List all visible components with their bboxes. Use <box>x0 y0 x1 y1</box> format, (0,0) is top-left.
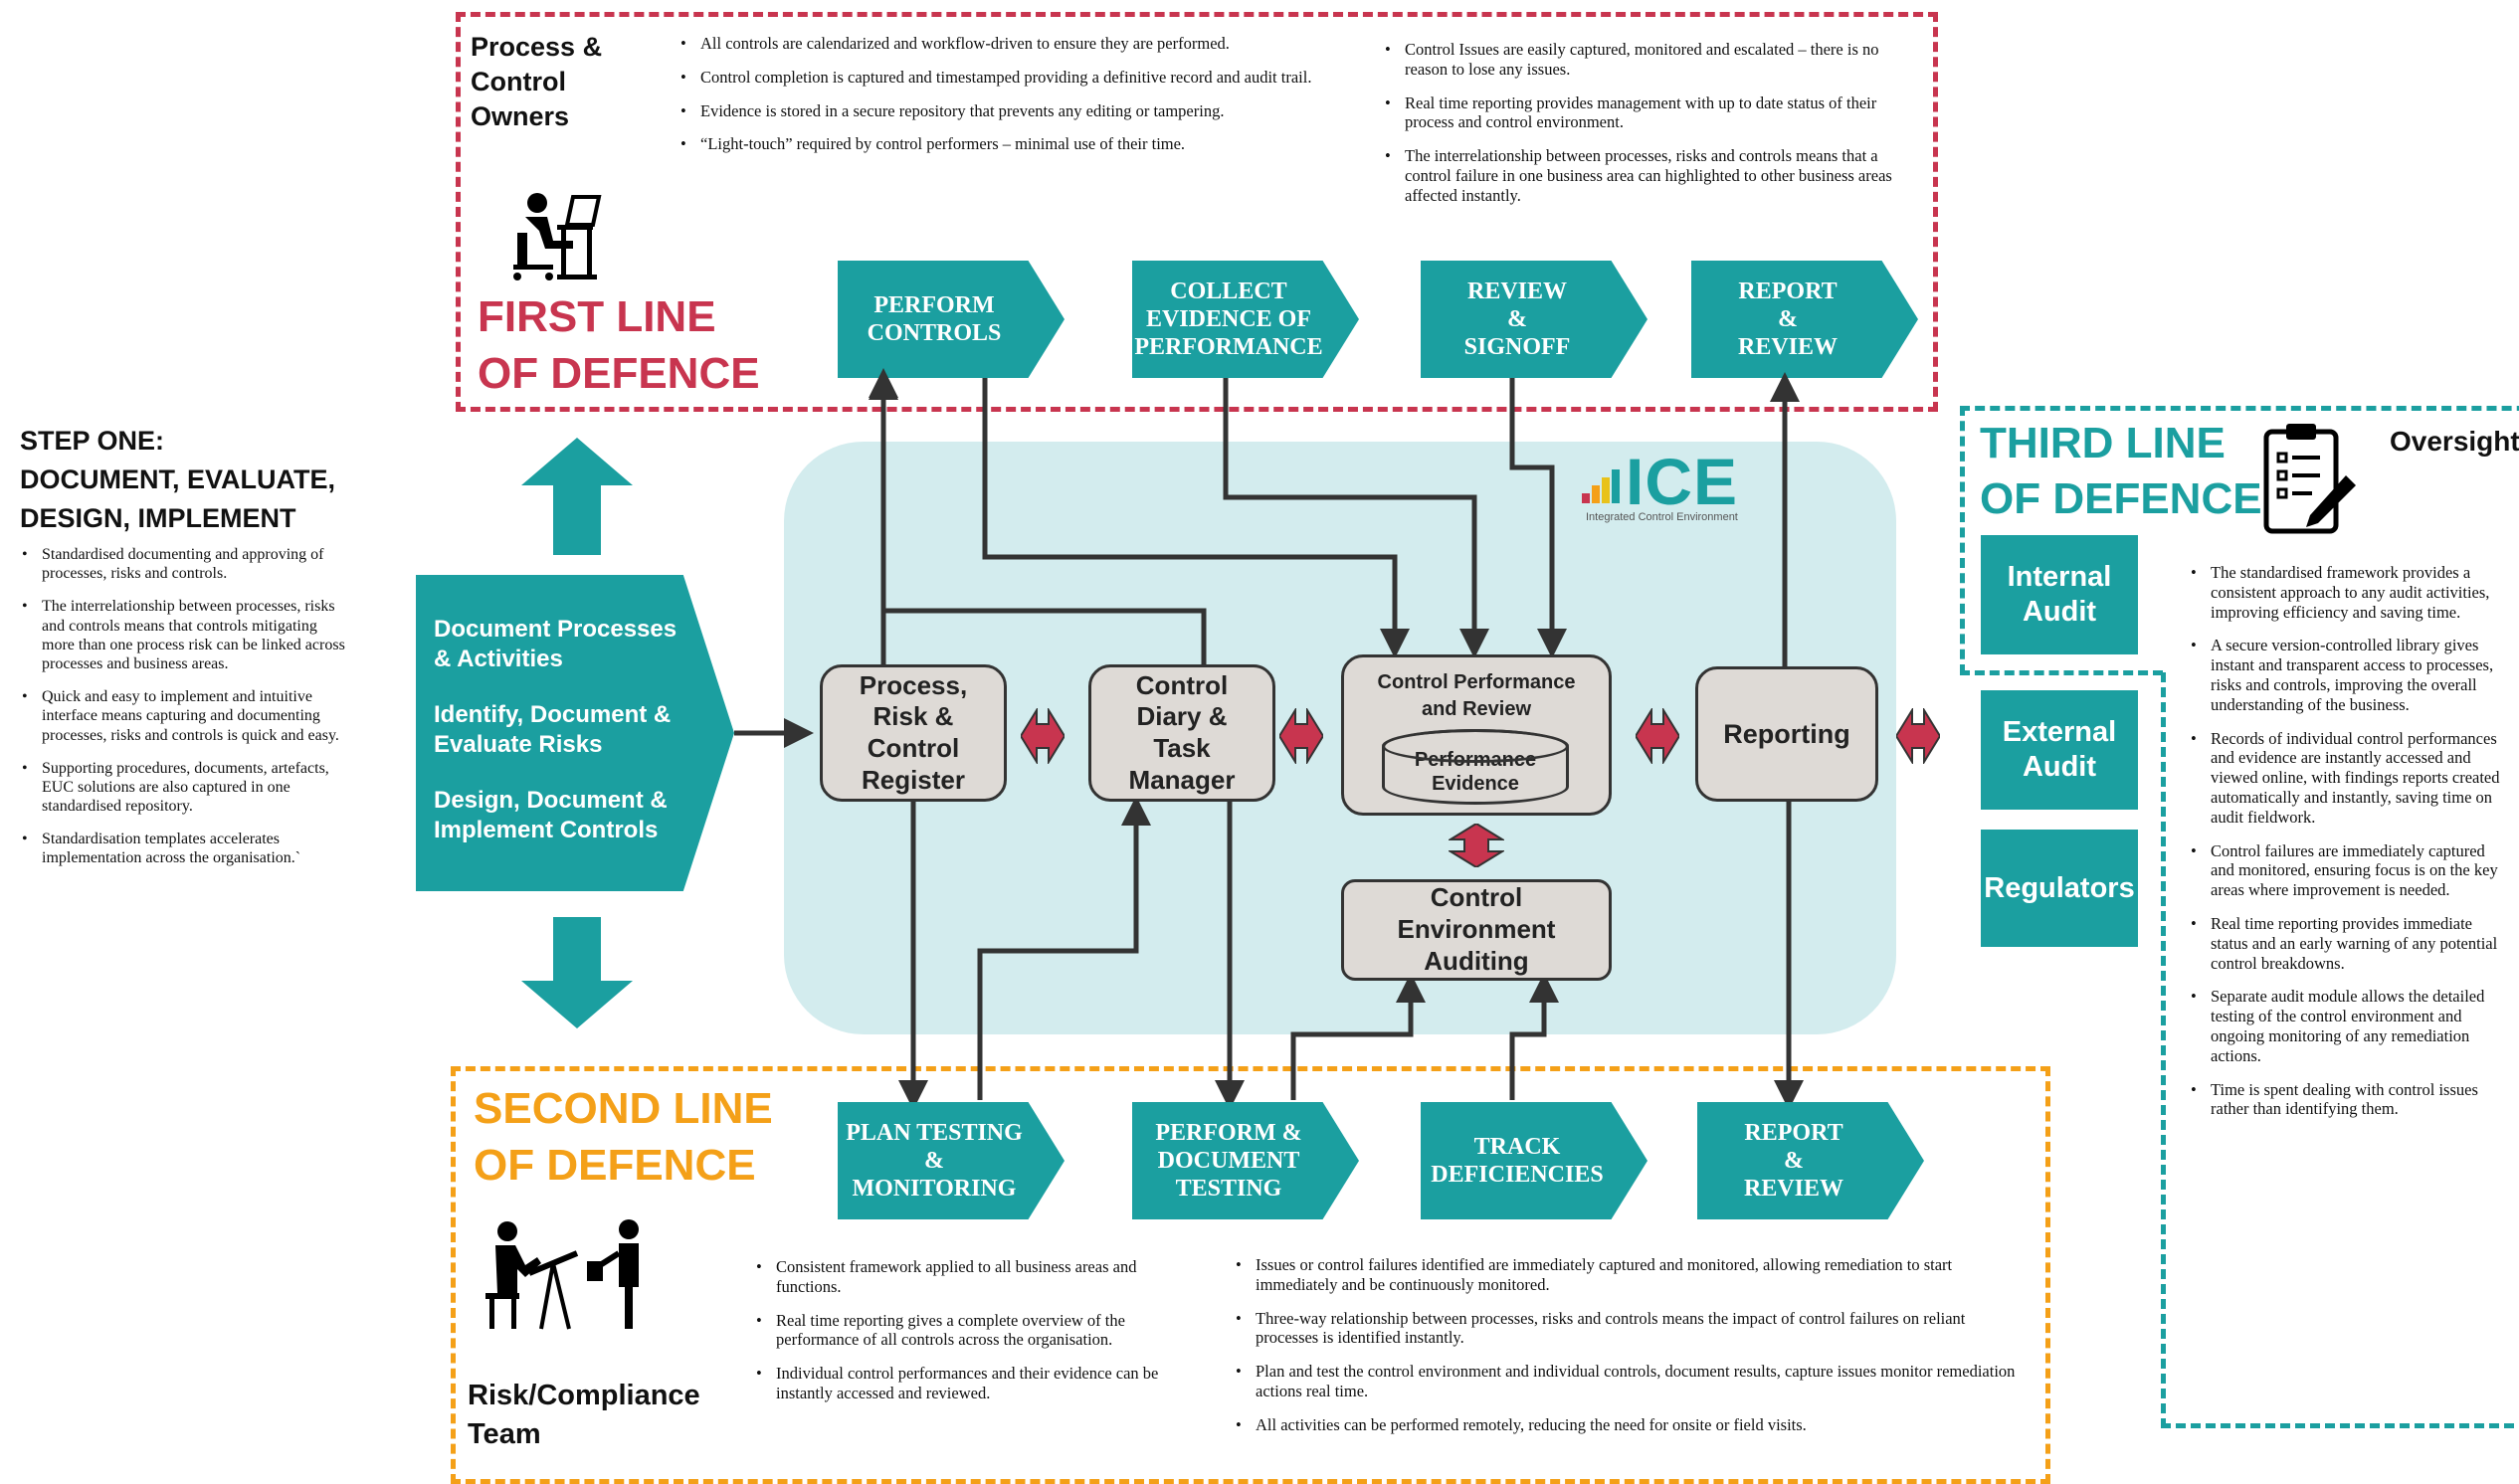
team-label: Risk/Compliance Team <box>468 1380 700 1451</box>
second-line-heading: SECOND LINE OF DEFENCE <box>474 1084 773 1191</box>
step-plan-testing[interactable]: PLAN TESTING & MONITORING <box>838 1102 1065 1219</box>
list-item: The interrelationship between processes,… <box>1383 146 1920 205</box>
document-item: Design, Document & Implement Controls <box>434 787 668 843</box>
ice-logo-text: ICE <box>1626 445 1739 518</box>
list-item: Issues or control failures identified ar… <box>1234 1255 2030 1295</box>
third-line-frame-top <box>1960 406 2519 674</box>
document-block-text: Document Processes & Activities Identify… <box>434 615 692 845</box>
double-arrow-icon <box>1636 708 1679 764</box>
step-track-deficiencies[interactable]: TRACK DEFICIENCIES <box>1421 1102 1647 1219</box>
diary-box[interactable]: Control Diary & Task Manager <box>1088 664 1275 802</box>
list-item: Real time reporting provides management … <box>1383 93 1920 133</box>
step-report-review-2[interactable]: REPORT & REVIEW <box>1697 1102 1924 1219</box>
third-line-frame-bottom <box>2161 672 2519 1428</box>
double-arrow-icon <box>1021 708 1065 764</box>
step-collect-evidence[interactable]: COLLECT EVIDENCE OF PERFORMANCE <box>1132 261 1359 378</box>
list-item: Plan and test the control environment an… <box>1234 1362 2030 1401</box>
document-item: Identify, Document & Evaluate Risks <box>434 701 672 758</box>
external-audit-button[interactable]: External Audit <box>1981 690 2138 810</box>
document-block <box>416 575 734 891</box>
double-arrow-icon <box>1896 708 1940 764</box>
list-item: The interrelationship between processes,… <box>20 597 348 673</box>
list-item: Standardised documenting and approving o… <box>20 545 348 583</box>
third-line-frame-link <box>1960 670 2163 675</box>
list-item: Records of individual control performanc… <box>2189 729 2503 828</box>
ice-logo: ICE Integrated Control Environment <box>1582 445 1751 529</box>
bar-logo-icon <box>1582 469 1620 503</box>
auditing-box[interactable]: Control Environment Auditing <box>1341 879 1612 981</box>
list-item: “Light-touch” required by control perfor… <box>678 134 1315 154</box>
double-arrow-icon <box>1279 708 1323 764</box>
owner-label: Process & Control Owners <box>471 32 603 132</box>
list-item: Control completion is captured and times… <box>678 68 1315 88</box>
clipboard-icon <box>2263 424 2356 534</box>
performance-box[interactable]: Control Performance and Review Performan… <box>1341 654 1612 816</box>
list-item: All controls are calendarized and workfl… <box>678 34 1315 54</box>
list-item: Evidence is stored in a secure repositor… <box>678 101 1315 121</box>
ice-logo-subtitle: Integrated Control Environment <box>1586 511 1738 523</box>
list-item: The standardised framework provides a co… <box>2189 563 2503 622</box>
first-line-bullets-left: All controls are calendarized and workfl… <box>678 34 1315 168</box>
step-perform-controls[interactable]: PERFORM CONTROLS <box>838 261 1065 378</box>
list-item: A secure version-controlled library give… <box>2189 636 2503 714</box>
testers-icon <box>485 1219 639 1330</box>
register-box[interactable]: Process, Risk & Control Register <box>820 664 1007 802</box>
list-item: Control failures are immediately capture… <box>2189 841 2503 900</box>
list-item: Control Issues are easily captured, moni… <box>1383 40 1920 80</box>
step-report-review-1[interactable]: REPORT & REVIEW <box>1691 261 1918 378</box>
reporting-box[interactable]: Reporting <box>1695 666 1878 802</box>
third-line-bullets: The standardised framework provides a co… <box>2189 563 2503 1133</box>
list-item: Individual control performances and thei… <box>754 1364 1202 1403</box>
first-line-bullets-right: Control Issues are easily captured, moni… <box>1383 40 1920 220</box>
list-item: Standardisation templates accelerates im… <box>20 830 348 867</box>
step-review-signoff[interactable]: REVIEW & SIGNOFF <box>1421 261 1647 378</box>
list-item: Consistent framework applied to all busi… <box>754 1257 1202 1297</box>
first-line-frame <box>456 12 1938 412</box>
oversight-label: Oversight <box>2390 426 2519 457</box>
step-perform-document-testing[interactable]: PERFORM & DOCUMENT TESTING <box>1132 1102 1359 1219</box>
third-line-heading: THIRD LINE OF DEFENCE <box>1980 419 2262 524</box>
list-item: Supporting procedures, documents, artefa… <box>20 759 348 817</box>
list-item: Real time reporting gives a complete ove… <box>754 1311 1202 1351</box>
performance-label: Control Performance and Review <box>1377 671 1576 720</box>
list-item: Time is spent dealing with control issue… <box>2189 1080 2503 1120</box>
document-item: Document Processes & Activities <box>434 616 678 672</box>
list-item: Real time reporting provides immediate s… <box>2189 914 2503 973</box>
evidence-cylinder[interactable]: Performance Evidence <box>1382 729 1569 805</box>
list-item: Separate audit module allows the detaile… <box>2189 987 2503 1065</box>
first-line-heading: FIRST LINE OF DEFENCE <box>478 292 760 399</box>
arrow-down-icon <box>521 917 633 1028</box>
vertical-double-arrow-icon <box>1449 824 1504 867</box>
evidence-cylinder-top <box>1382 729 1569 763</box>
arrow-up-icon <box>521 438 633 555</box>
list-item: All activities can be performed remotely… <box>1234 1415 2030 1435</box>
step-one-title: STEP ONE: DOCUMENT, EVALUATE, DESIGN, IM… <box>20 426 335 534</box>
second-line-bullets-left: Consistent framework applied to all busi… <box>754 1257 1202 1417</box>
second-line-bullets-right: Issues or control failures identified ar… <box>1234 1255 2030 1449</box>
internal-audit-button[interactable]: Internal Audit <box>1981 535 2138 654</box>
step-one-bullets: Standardised documenting and approving o… <box>20 545 348 882</box>
list-item: Quick and easy to implement and intuitiv… <box>20 687 348 745</box>
list-item: Three-way relationship between processes… <box>1234 1309 2030 1349</box>
desk-worker-icon <box>513 193 602 280</box>
regulators-button[interactable]: Regulators <box>1981 830 2138 947</box>
